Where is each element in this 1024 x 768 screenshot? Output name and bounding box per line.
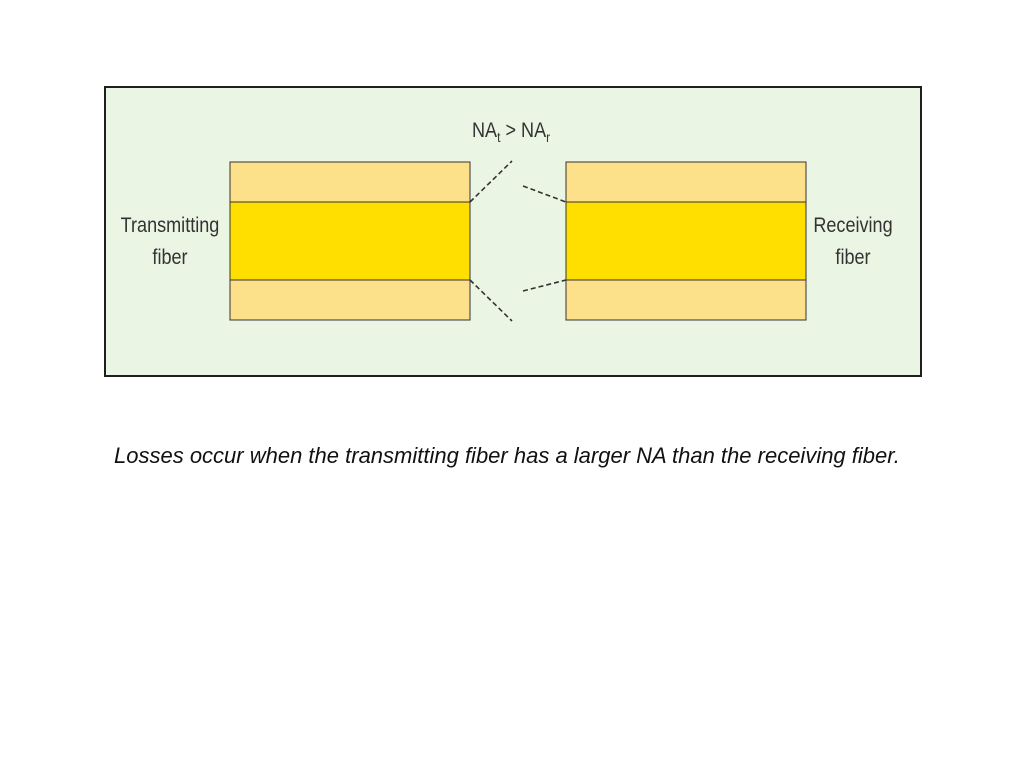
receiving-fiber-core xyxy=(565,201,807,281)
transmitting-fiber-top-cladding xyxy=(229,161,471,203)
na-t-subscript: t xyxy=(497,129,501,145)
na-operator: > xyxy=(505,119,517,142)
na-relation-label: NAt > NAr xyxy=(472,119,551,145)
transmitting-fiber xyxy=(229,161,471,321)
na-r-subscript: r xyxy=(546,129,551,145)
transmitting-fiber-bottom-cladding xyxy=(229,279,471,321)
transmitting-fiber-core xyxy=(229,201,471,281)
transmitting-fiber-label: Transmitting fiber xyxy=(117,210,224,274)
transmitting-cone-lower-line xyxy=(469,279,513,322)
receiving-fiber-label: Receiving fiber xyxy=(800,210,907,274)
receiving-fiber-bottom-cladding xyxy=(565,279,807,321)
receiving-fiber-top-cladding xyxy=(565,161,807,203)
na-r-term: NA xyxy=(521,119,547,142)
transmitting-fiber-label-line1: Transmitting xyxy=(120,214,220,237)
receiving-fiber-label-line1: Receiving xyxy=(813,214,893,237)
receiving-cone-upper-line xyxy=(522,185,567,203)
receiving-fiber xyxy=(565,161,807,321)
fiber-diagram xyxy=(229,160,807,322)
transmitting-fiber-label-line2: fiber xyxy=(152,246,188,269)
transmitting-cone-upper-line xyxy=(469,160,513,203)
caption-text: Losses occur when the transmitting fiber… xyxy=(114,443,900,468)
receiving-cone-lower-line xyxy=(522,279,567,292)
fiber-diagram-panel: NAt > NAr Transmitting fiber Receiving f… xyxy=(104,86,922,377)
receiving-fiber-label-line2: fiber xyxy=(835,246,871,269)
na-t-term: NA xyxy=(472,119,498,142)
